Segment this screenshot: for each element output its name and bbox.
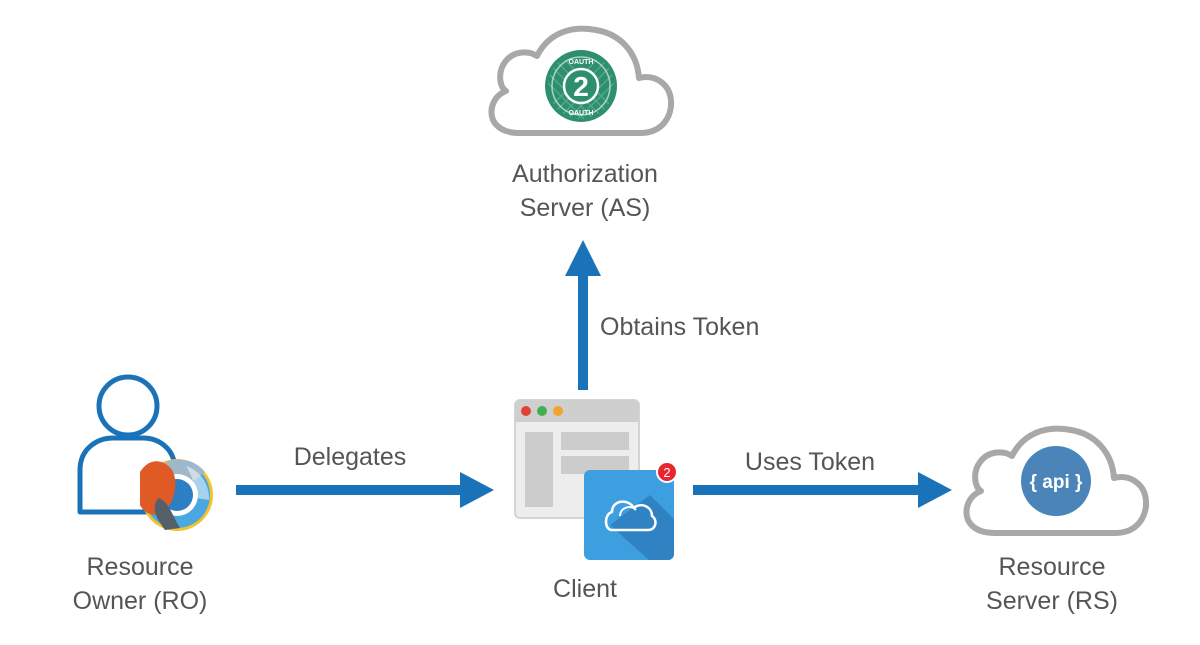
resource-server-label: Resource Server (RS): [952, 550, 1152, 618]
obtains-token-arrow: [565, 240, 601, 390]
client-label: Client: [553, 575, 617, 603]
oauth-logo-number: 2: [573, 71, 589, 102]
resource-owner-label-line2: Owner (RO): [72, 587, 208, 615]
resource-owner-label-line1: Resource: [86, 553, 194, 581]
oauth-logo-icon: 2 OAUTH OAUTH: [545, 50, 617, 122]
api-badge-icon: { api }: [1021, 446, 1091, 516]
authorization-server-label: Authorization Server (AS): [470, 157, 700, 225]
resource-server-label-line1: Resource: [998, 553, 1106, 581]
authorization-server-label-line1: Authorization: [512, 160, 658, 188]
oauth-logo-top: OAUTH: [569, 59, 594, 66]
notification-badge-count: 2: [663, 465, 670, 480]
delegates-label: Delegates: [293, 443, 407, 471]
obtains-token-label: Obtains Token: [600, 313, 760, 341]
browser-logos-icon: [140, 459, 213, 531]
resource-owner-label: Resource Owner (RO): [40, 550, 240, 618]
authorization-server-label-line2: Server (AS): [519, 194, 651, 222]
uses-token-label: Uses Token: [744, 448, 876, 476]
client-app-icon: [584, 470, 674, 560]
api-badge-label: { api }: [1030, 472, 1083, 493]
delegates-arrow: [236, 472, 494, 508]
uses-token-arrow: [693, 472, 952, 508]
notification-badge: 2: [656, 461, 678, 483]
resource-server-label-line2: Server (RS): [986, 587, 1118, 615]
oauth-logo-bottom: OAUTH: [569, 110, 594, 117]
